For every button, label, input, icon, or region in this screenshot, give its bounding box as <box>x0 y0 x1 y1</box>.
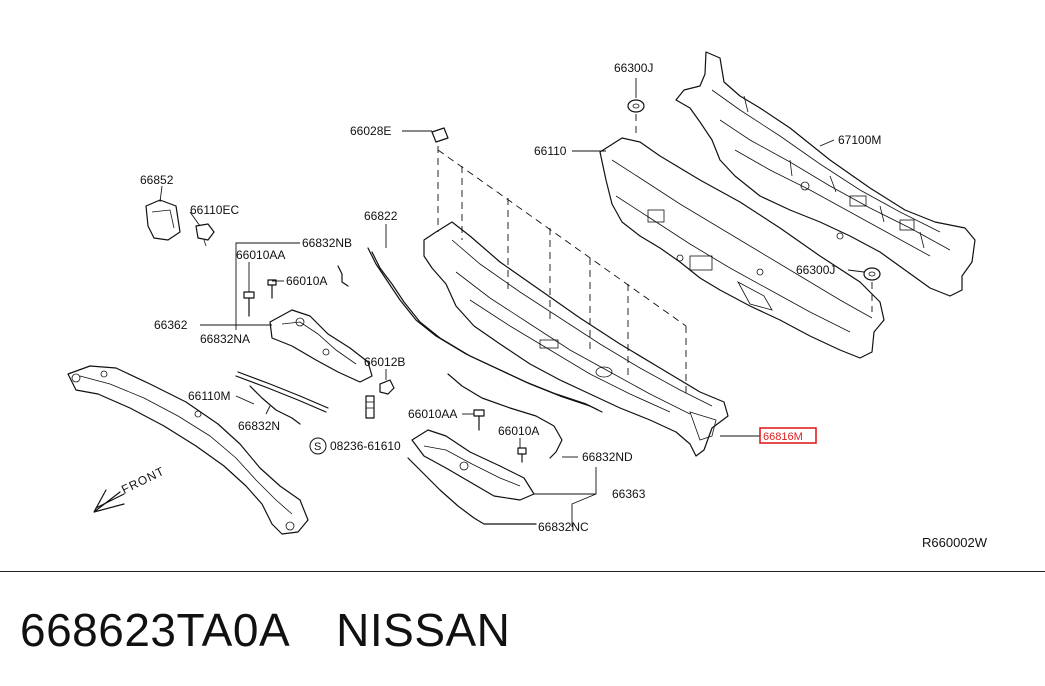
front-label: FRONT <box>119 464 167 497</box>
part-67100M-dash-panel <box>675 51 976 297</box>
parts-diagram: FRONT 66300J 66028E 66110 67100M 66852 6… <box>67 51 988 550</box>
part-66028E-clip <box>431 127 449 143</box>
label-66110EC: 66110EC <box>190 203 239 217</box>
part-66110M-lower-cowl <box>67 365 309 535</box>
label-66832NC: 66832NC <box>538 520 589 534</box>
label-66832NB: 66832NB <box>302 236 352 250</box>
front-arrow-icon <box>93 489 125 513</box>
label-66816M: 66816M <box>763 431 803 443</box>
label-66010AA-top: 66010AA <box>236 248 285 262</box>
s-symbol-letter: S <box>314 441 321 453</box>
label-66832N: 66832N <box>238 419 280 433</box>
part-66832NB-strip <box>337 265 349 287</box>
part-66012B-nut <box>379 379 395 395</box>
part-66832NC-strip <box>407 457 537 525</box>
label-66852: 66852 <box>140 173 174 187</box>
part-66832N-strip <box>249 385 301 425</box>
part-66832NA-strip <box>235 371 329 413</box>
label-66028E: 66028E <box>350 124 391 138</box>
s-symbol-circle <box>309 437 327 455</box>
part-66832ND-strip <box>447 373 563 459</box>
label-66832NA: 66832NA <box>200 332 250 346</box>
part-66300J-grommet-top <box>627 99 645 113</box>
label-66110: 66110 <box>534 144 567 158</box>
label-66010A-top: 66010A <box>286 274 327 288</box>
dashed-guides <box>437 114 873 396</box>
part-66822-seal-strip <box>367 247 603 413</box>
label-66362: 66362 <box>154 318 188 332</box>
label-66010A-bottom: 66010A <box>498 424 539 438</box>
label-66300J-mid: 66300J <box>796 263 835 277</box>
label-08236-61610: 08236-61610 <box>330 439 401 453</box>
part-66010A-bolt-bottom <box>517 447 527 463</box>
footer-divider <box>0 571 1045 572</box>
reference-code: R660002W <box>922 535 988 550</box>
label-66110M: 66110M <box>188 389 230 403</box>
label-66012B: 66012B <box>364 355 405 369</box>
part-66852-clip <box>145 199 181 241</box>
label-67100M: 67100M <box>838 133 881 147</box>
label-66010AA-bottom: 66010AA <box>408 407 457 421</box>
label-66832ND: 66832ND <box>582 450 633 464</box>
footer: 668623TA0A NISSAN <box>20 598 510 662</box>
part-66010AA-bolt-bottom <box>473 409 485 431</box>
label-66822: 66822 <box>364 209 398 223</box>
part-66010AA-bolt-top <box>243 291 255 317</box>
highlight-box <box>759 427 817 444</box>
part-66300J-grommet-mid <box>863 267 881 281</box>
brand-name: NISSAN <box>336 604 511 656</box>
label-66300J-top: 66300J <box>614 61 653 75</box>
part-66110EC-fastener <box>195 223 215 247</box>
label-66363: 66363 <box>612 487 646 501</box>
part-66110-cowl-top <box>599 137 885 359</box>
leader-lines <box>159 78 865 527</box>
part-number: 668623TA0A <box>20 604 291 656</box>
part-66363-bracket <box>411 429 535 501</box>
part-08236-61610-bolt <box>365 395 375 419</box>
part-cowl-top-main <box>423 221 729 457</box>
part-66010A-bolt-top <box>267 279 277 299</box>
part-66362-bracket <box>269 309 373 383</box>
